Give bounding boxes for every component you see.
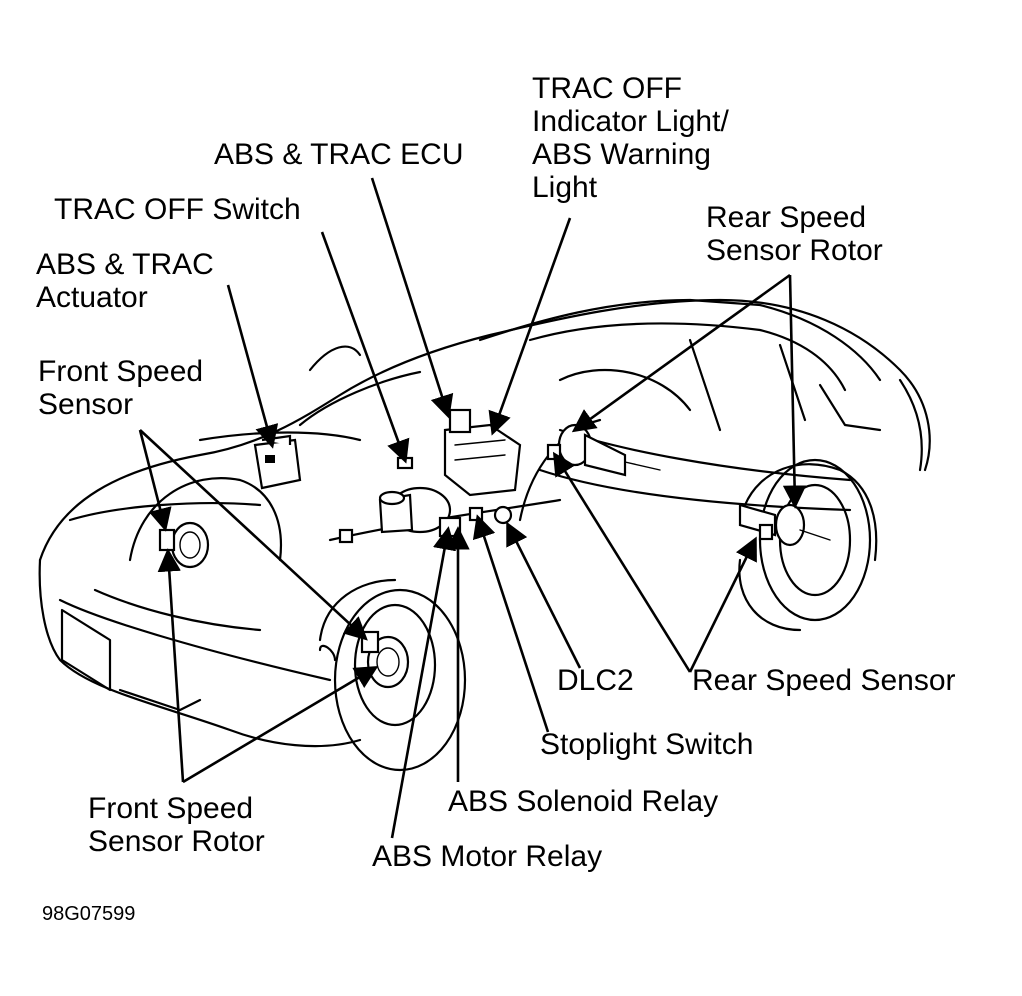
master-cylinder-part <box>378 486 452 534</box>
figure-code: 98G07599 <box>42 903 136 925</box>
abs-trac-actuator-part <box>253 434 302 490</box>
label-abs-motor-relay-line-1: ABS Motor Relay <box>372 840 603 873</box>
front-left-sensor-part <box>158 521 210 569</box>
label-rear-speed-sensor-rotor: Rear Speed Sensor Rotor <box>706 201 883 267</box>
label-abs-trac-ecu-line-1: ABS & TRAC ECU <box>214 138 464 171</box>
label-rear-speed-sensor-line-1: Rear Speed Sensor <box>692 664 956 697</box>
label-abs-solenoid-relay: ABS Solenoid Relay <box>448 785 718 818</box>
label-stoplight-switch: Stoplight Switch <box>540 728 753 761</box>
label-rear-speed-sensor-rotor-line-2: Sensor Rotor <box>706 234 883 267</box>
front-right-sensor-part <box>360 630 410 689</box>
label-abs-trac-actuator: ABS & TRAC Actuator <box>36 248 214 314</box>
label-trac-off-indicator-line-3: ABS Warning <box>532 138 711 171</box>
label-trac-off-indicator-line-4: Light <box>532 171 598 204</box>
label-trac-off-switch-line-1: TRAC OFF Switch <box>54 193 301 226</box>
label-front-speed-sensor: Front Speed Sensor <box>38 355 203 421</box>
label-front-speed-sensor-rotor-line-2: Sensor Rotor <box>88 825 265 858</box>
label-abs-trac-actuator-line-2: Actuator <box>36 281 148 314</box>
label-stoplight-switch-line-1: Stoplight Switch <box>540 728 754 761</box>
label-abs-trac-ecu: ABS & TRAC ECU <box>214 138 464 171</box>
label-rear-speed-sensor-rotor-line-1: Rear Speed <box>706 201 867 234</box>
label-rear-speed-sensor: Rear Speed Sensor <box>692 664 956 697</box>
leader-lines <box>138 177 807 839</box>
label-front-speed-sensor-line-1: Front Speed <box>38 355 204 388</box>
label-dlc2: DLC2 <box>557 664 634 697</box>
label-front-speed-sensor-rotor-line-1: Front Speed <box>88 792 254 825</box>
label-abs-motor-relay: ABS Motor Relay <box>372 840 602 873</box>
rear-right-sensor-part <box>738 503 831 547</box>
label-front-speed-sensor-line-2: Sensor <box>38 388 134 421</box>
label-trac-off-indicator: TRAC OFF Indicator Light/ ABS Warning Li… <box>532 72 729 204</box>
rear-sensor-part <box>546 423 661 477</box>
label-abs-trac-actuator-line-1: ABS & TRAC <box>36 248 214 281</box>
label-trac-off-indicator-line-1: TRAC OFF <box>532 72 682 105</box>
label-trac-off-switch: TRAC OFF Switch <box>54 193 301 226</box>
label-dlc2-line-1: DLC2 <box>557 664 634 697</box>
abs-trac-ecu-part <box>443 408 522 497</box>
label-abs-solenoid-relay-line-1: ABS Solenoid Relay <box>448 785 719 818</box>
label-trac-off-indicator-line-2: Indicator Light/ <box>532 105 729 138</box>
label-front-speed-sensor-rotor: Front Speed Sensor Rotor <box>88 792 265 858</box>
